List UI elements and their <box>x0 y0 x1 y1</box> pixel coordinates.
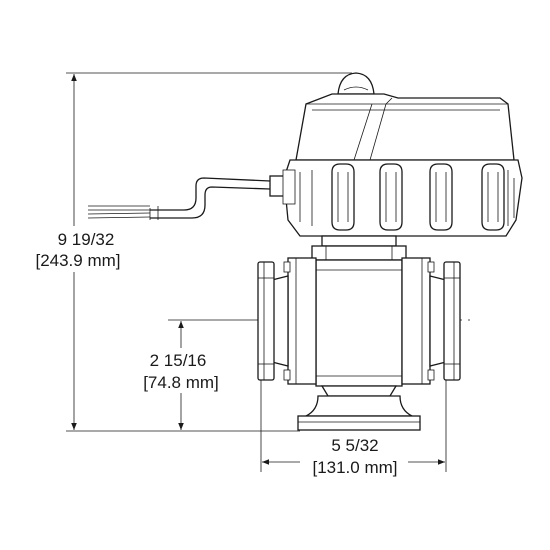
body-width-dimension: 5 5/32 [131.0 mm] <box>260 378 447 477</box>
overall-height-fraction: 9 19/32 <box>58 230 115 249</box>
cable-gland <box>269 175 285 197</box>
actuator-fins <box>299 163 515 231</box>
body-width-fraction: 5 5/32 <box>331 436 378 455</box>
valve-body <box>257 257 461 431</box>
left-end-cap <box>287 257 317 385</box>
overall-height-dimension: 9 19/32 [243.9 mm] <box>35 72 352 432</box>
body-width-metric: [131.0 mm] <box>312 458 397 477</box>
left-clamp-flange <box>257 261 275 381</box>
mounting-bracket <box>311 235 407 261</box>
overall-height-metric: [243.9 mm] <box>35 251 120 270</box>
position-indicator-dome <box>337 72 375 95</box>
right-end-cap <box>401 257 431 385</box>
right-clamp-flange <box>443 261 461 381</box>
centerline-height-metric: [74.8 mm] <box>143 373 219 392</box>
bottom-outlet-neck <box>320 385 398 397</box>
bottom-outlet-transition <box>305 395 413 417</box>
wire-lead-1 <box>88 205 150 211</box>
centerline-height-fraction: 2 15/16 <box>150 351 207 370</box>
electrical-cable <box>87 177 271 220</box>
wire-lead-2 <box>87 212 151 219</box>
bottom-clamp-flange <box>297 415 421 431</box>
valve-center-body <box>315 259 403 387</box>
centerline-height-dimension: 2 15/16 [74.8 mm] <box>143 319 240 430</box>
actuator-housing <box>269 72 523 237</box>
